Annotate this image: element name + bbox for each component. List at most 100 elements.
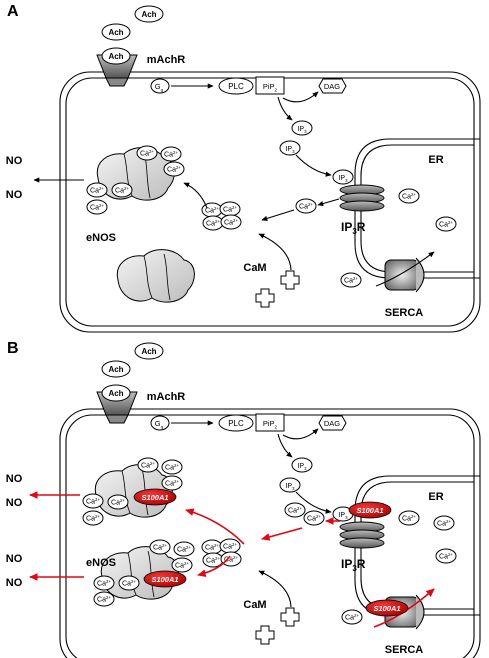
calcium-label: Ca2+ [223,205,237,214]
no-label: NO [6,189,23,201]
calcium-label: Ca2+ [153,543,167,552]
serca-label: SERCA [385,307,424,319]
no-label: NO [6,155,23,167]
ach-label: Ach [108,389,123,398]
calcium-label: Ca2+ [224,218,238,227]
arrow-ip3-receptor [295,154,332,177]
pip2-label: PiP2 [263,82,278,92]
enos-label: eNOS [86,232,116,244]
arrow-ca-cam [261,209,295,221]
ip3-molecule [291,120,313,136]
calcium-label: Ca2+ [164,150,178,159]
plc-label: PLC [228,82,244,91]
enos-body [116,249,195,303]
enos-fold [143,255,153,299]
s100a1-label: S100A1 [373,604,400,613]
calcium-label: Ca2+ [122,579,136,588]
calcium-label: Ca2+ [206,556,220,565]
calcium-ion [171,557,193,573]
enos-fold [127,552,137,596]
calcium-label: Ca2+ [140,149,154,158]
calcium-label: Ca2+ [307,514,321,523]
arrow-complex-enos [185,508,245,545]
calcium-label: Ca2+ [165,463,179,472]
cell-membrane-outer [59,71,481,333]
gq-label: Gq [155,82,164,92]
arrow-ip3-receptor [295,491,332,514]
cell-membrane-outer [59,408,481,658]
calcium-label: Ca2+ [111,498,125,507]
ip3-label: IP3 [338,512,348,520]
ip3r-label: IP3R [341,220,366,236]
ip3r-label: IP3R [341,557,366,573]
calcium-ion [161,459,183,475]
gq-label: Gq [155,419,164,429]
serca-pump [384,259,420,291]
calcium-label: Ca2+ [344,276,358,285]
s100a1-label: S100A1 [356,506,383,515]
machr-label: mAchR [147,54,186,66]
calcium-ion [149,539,171,555]
calcium-ion [137,457,159,473]
arrow-complex-enos [183,182,208,209]
ach-label: Ach [108,52,123,61]
gq-protein [150,78,170,94]
calcium-ion [93,575,115,591]
calcium-ion [118,575,140,591]
acetylcholine [134,5,164,23]
cam-label: CaM [243,599,266,611]
s100a1-protein [348,501,392,519]
calmodulin-icon [255,288,275,308]
ach-label: Ach [141,10,156,19]
serca-pump [415,257,425,293]
arrow-pip2-ip3 [277,433,293,458]
arrow-complex-enos [197,555,231,578]
calcium-ion [161,475,183,491]
calcium-ion [160,146,182,162]
calcium-label: Ca2+ [86,497,100,506]
calcium-ion [398,188,420,204]
cam-label: CaM [243,262,266,274]
no-label: NO [6,473,23,485]
calcium-label: Ca2+ [141,461,155,470]
calmodulin-icon [280,270,300,290]
arrow-ca-release [317,198,340,207]
calcium-ion [284,502,306,518]
no-label: NO [6,577,23,589]
pip2-box [255,413,285,432]
ip3r-channel [339,200,385,212]
gq-protein [150,415,170,431]
s100a1-protein [143,570,187,588]
calcium-label: Ca2+ [90,203,104,212]
dag-label: DAG [324,419,340,428]
calcium-ion [398,510,420,526]
plc-enzyme [218,414,254,432]
er-label: ER [428,491,443,503]
panel-letter: A [7,3,19,20]
ip3-label: IP3 [338,175,348,183]
calcium-ion [111,182,133,198]
calcium-label: Ca2+ [223,542,237,551]
calcium-ion [341,609,363,625]
panel-letter: B [7,340,19,357]
calcium-label: Ca2+ [115,186,129,195]
arrow-cam-complex [258,570,292,608]
no-label: NO [6,497,23,509]
calcium-ion [163,161,185,177]
enos-fold [163,253,171,301]
calcium-label: Ca2+ [402,514,416,523]
no-label: NO [6,553,23,565]
calcium-label: Ca2+ [345,613,359,622]
ip3-label: IP3 [285,146,295,154]
s100a1-label: S100A1 [141,493,168,502]
calcium-ion [173,541,195,557]
serca-label: SERCA [385,644,424,656]
calcium-ion [82,493,104,509]
machr-receptor [105,77,129,87]
machr-receptor [105,414,129,424]
ip3-molecule [279,140,301,156]
calcium-label: Ca2+ [86,514,100,523]
enos-label: eNOS [86,557,116,569]
dag-label: DAG [324,82,340,91]
